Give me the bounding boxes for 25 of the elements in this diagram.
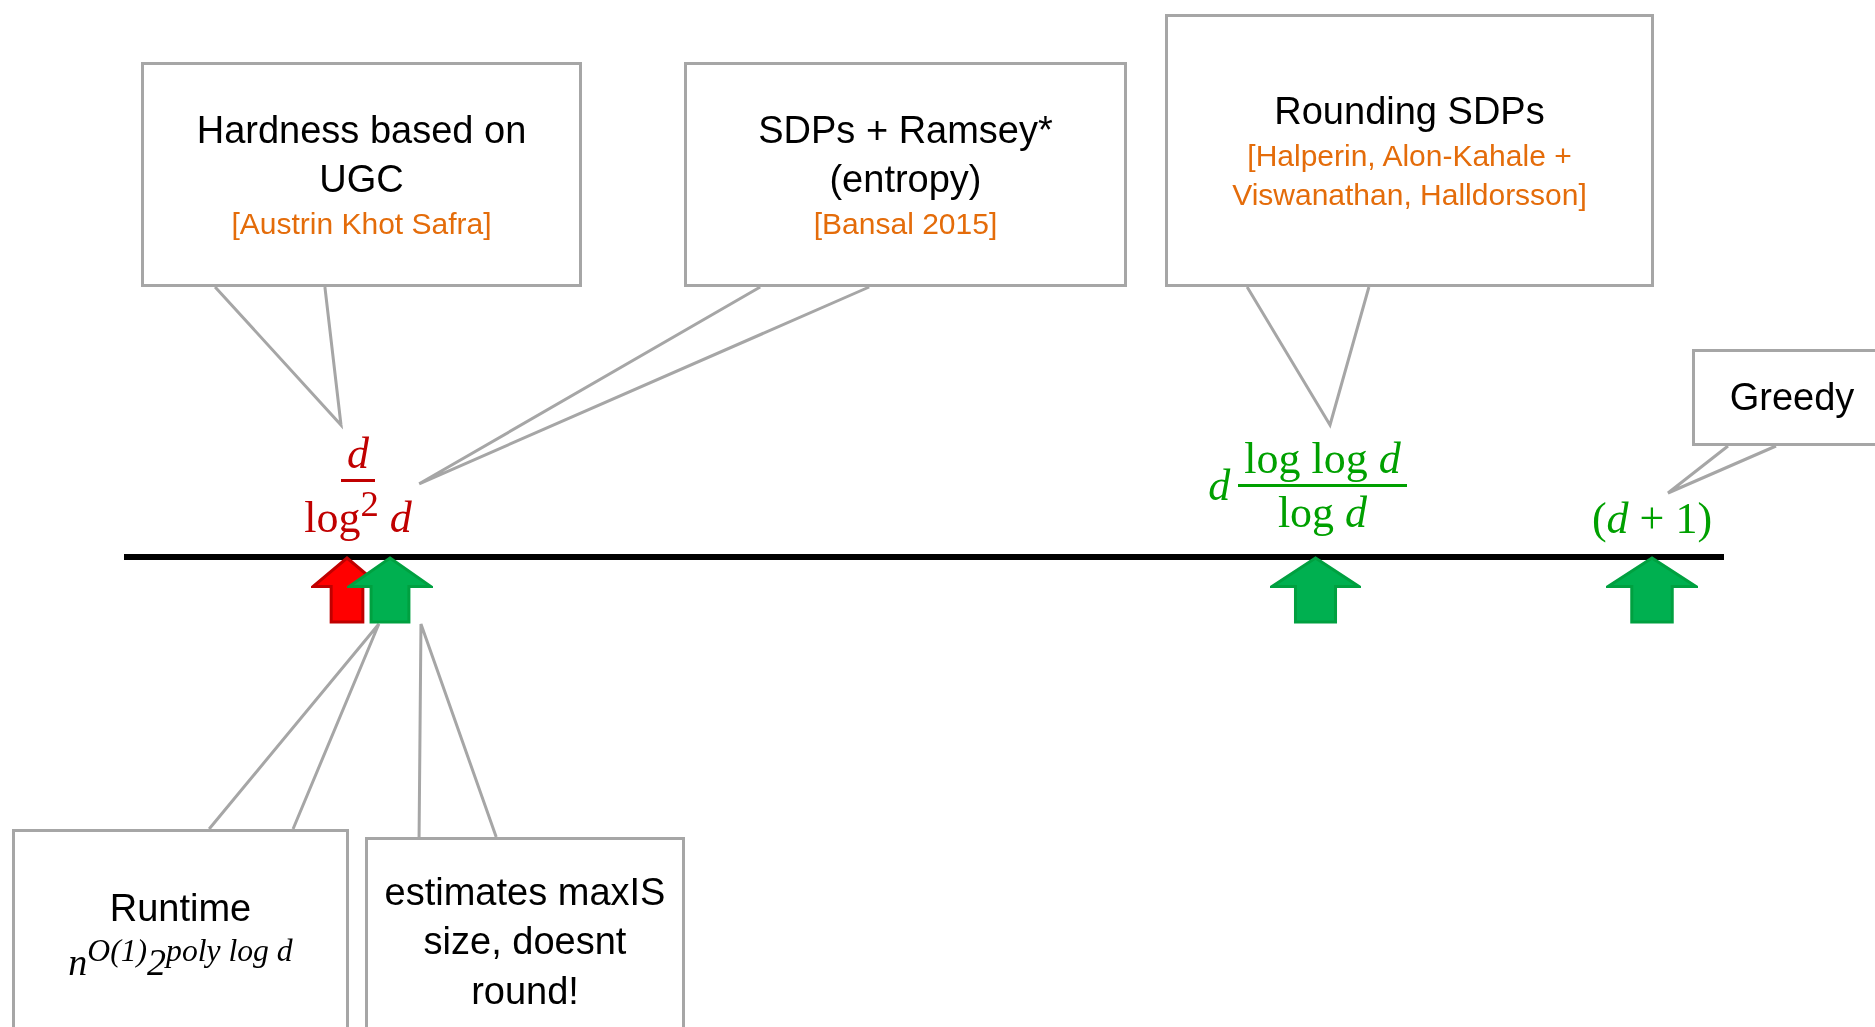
callout-box: [684, 62, 1127, 287]
citation: [Halperin, Alon-Kahale + Viswanathan, Halldorsson]: [1231, 138, 1588, 214]
callout-heading: estimates maxIS size, doesnt round!: [383, 869, 667, 1014]
callout-pointer: [417, 285, 871, 486]
callout-box: [12, 829, 349, 1027]
math-expression: (d + 1): [1572, 493, 1732, 550]
fraction-denominator: log$^{2}$ d: [303, 481, 413, 543]
callout-heading: Greedy: [1729, 374, 1855, 420]
citation: [Bansal 2015]: [813, 206, 998, 243]
callout-pointer: [207, 622, 381, 831]
callout-heading: Hardness based on UGC: [195, 107, 528, 202]
math-term: d: [1208, 459, 1231, 511]
callout-box: [365, 837, 685, 1027]
callout-heading: SDPs + Ramsey* (entropy): [757, 107, 1054, 202]
callout-pointer: [417, 622, 498, 839]
callout-box: [1165, 14, 1654, 287]
citation: [Austrin Khot Safra]: [231, 206, 492, 243]
fraction-numerator: d: [341, 427, 375, 482]
fraction-denominator: log d: [1276, 486, 1369, 538]
callout-heading: Runtime: [109, 885, 252, 931]
callout-pointer: [1245, 285, 1371, 429]
callout-heading: Rounding SDPs: [1274, 88, 1545, 134]
fraction-numerator: log log d: [1238, 432, 1407, 487]
formula: n$^{O(1)}$2$^{poly log d}$: [68, 933, 293, 984]
callout-pointer: [213, 285, 344, 430]
